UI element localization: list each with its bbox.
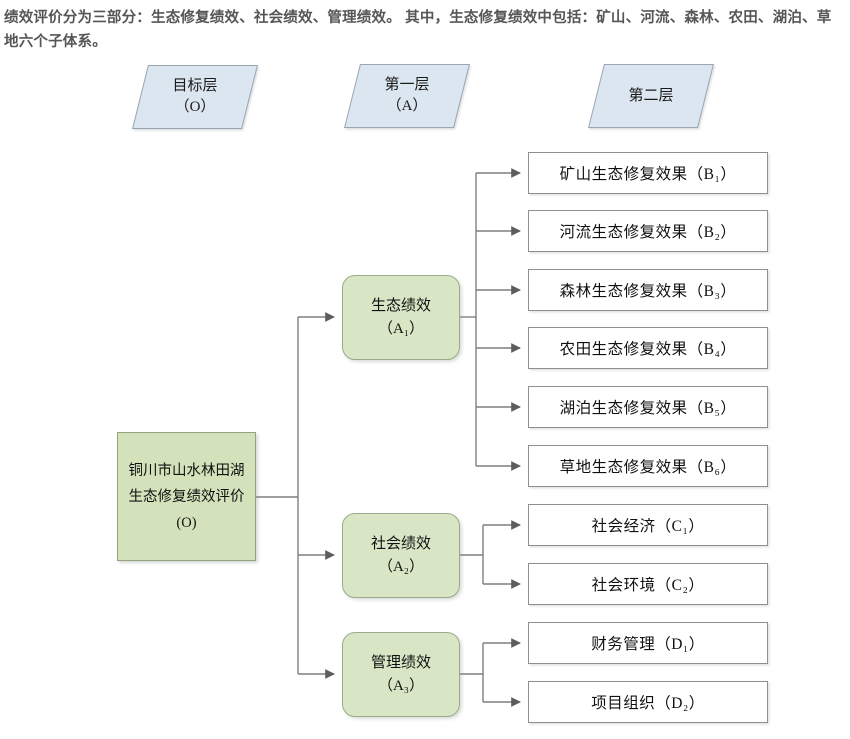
node-grassland-restoration-label: 草地生态修复效果（B₆） xyxy=(559,459,737,476)
node-ecological-performance: 生态绩效 （A₁） xyxy=(342,275,460,360)
node-financial-management-label: 财务管理（D₁） xyxy=(591,636,705,653)
node-ecological-performance-code: （A₁） xyxy=(377,320,425,337)
node-project-organization: 项目组织（D₂） xyxy=(528,681,768,723)
node-farmland-restoration: 农田生态修复效果（B₄） xyxy=(528,327,768,369)
node-social-performance-title: 社会绩效 xyxy=(370,535,431,552)
node-forest-restoration-label: 森林生态修复效果（B₃） xyxy=(559,283,737,300)
node-lake-restoration-label: 湖泊生态修复效果（B₅） xyxy=(559,400,737,417)
band-second-layer-line1: 第二层 xyxy=(628,87,674,104)
root-node-label: 铜川市山水林田湖生态修复绩效评价(O) xyxy=(128,462,245,531)
node-ecological-performance-title: 生态绩效 xyxy=(370,297,431,314)
node-social-environment: 社会环境（C₂） xyxy=(528,563,768,605)
band-first-layer-line2: （A） xyxy=(386,98,428,114)
node-mine-restoration: 矿山生态修复效果（B₁） xyxy=(528,152,768,194)
band-goal-layer-line1: 目标层 xyxy=(172,78,218,94)
band-goal-layer-label: 目标层 （O） xyxy=(140,65,250,129)
node-management-performance-code: （A₃） xyxy=(377,677,425,694)
band-second-layer-label: 第二层 xyxy=(596,64,706,128)
node-social-performance-code: （A₂） xyxy=(377,558,425,575)
band-second-layer: 第二层 xyxy=(588,64,714,128)
node-management-performance: 管理绩效 （A₃） xyxy=(342,632,460,717)
node-social-economy: 社会经济（C₁） xyxy=(528,504,768,546)
node-river-restoration: 河流生态修复效果（B₂） xyxy=(528,210,768,252)
node-social-economy-label: 社会经济（C₁） xyxy=(591,518,705,535)
root-node-goal: 铜川市山水林田湖生态修复绩效评价(O) xyxy=(117,432,256,561)
node-financial-management: 财务管理（D₁） xyxy=(528,622,768,664)
node-farmland-restoration-label: 农田生态修复效果（B₄） xyxy=(559,341,737,358)
band-goal-layer: 目标层 （O） xyxy=(132,65,258,129)
node-social-environment-label: 社会环境（C₂） xyxy=(591,577,705,594)
band-first-layer-line1: 第一层 xyxy=(384,77,430,93)
node-social-performance: 社会绩效 （A₂） xyxy=(342,513,460,598)
node-lake-restoration: 湖泊生态修复效果（B₅） xyxy=(528,386,768,428)
node-management-performance-title: 管理绩效 xyxy=(370,654,431,671)
node-project-organization-label: 项目组织（D₂） xyxy=(591,695,705,712)
node-grassland-restoration: 草地生态修复效果（B₆） xyxy=(528,445,768,487)
band-first-layer-label: 第一层 （A） xyxy=(352,64,462,128)
node-forest-restoration: 森林生态修复效果（B₃） xyxy=(528,269,768,311)
node-mine-restoration-label: 矿山生态修复效果（B₁） xyxy=(559,166,737,183)
node-river-restoration-label: 河流生态修复效果（B₂） xyxy=(559,224,737,241)
band-goal-layer-line2: （O） xyxy=(174,99,216,115)
diagram-caption: 绩效评价分为三部分：生态修复绩效、社会绩效、管理绩效。 其中，生态修复绩效中包括… xyxy=(4,10,832,50)
band-first-layer: 第一层 （A） xyxy=(344,64,470,128)
